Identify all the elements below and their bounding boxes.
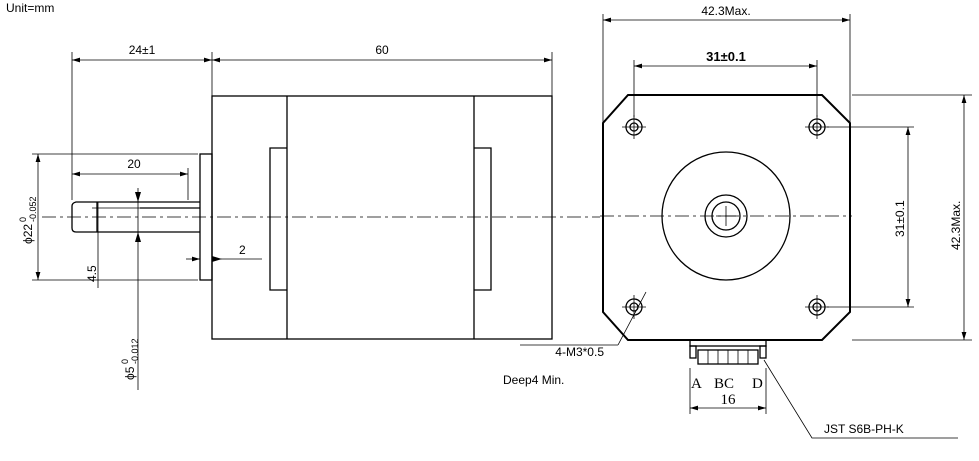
stator-step-rear [474,147,492,291]
front-view: 42.3Max. 31±0.1 31±0.1 42.3Max. 4-M3*0.5… [503,4,972,439]
dim-arrow [135,232,141,242]
dim-boss-diameter: ϕ22 0 -0.052 [18,196,38,244]
connector [689,339,767,365]
connector-tab-right [759,345,767,359]
dim-shaft-diameter: ϕ5 0 -0.012 [120,338,140,380]
dim-arrow [135,192,141,202]
mounting-hole-br [805,295,829,319]
side-view: 24±1 60 20 2 4.5 ϕ22 0 -0.052 ϕ5 [18,43,600,390]
svg-text:ϕ5: ϕ5 [123,366,137,380]
dim-overall-width: 42.3Max. [701,4,750,18]
dim-flat-length: 20 [127,157,141,171]
connector-tab-left [689,345,697,359]
connector-pin-a: A [691,376,702,392]
thread-leader-line [617,291,647,346]
dim-shaft-length: 24±1 [129,43,156,57]
dim-flat-depth: 4.5 [85,265,99,282]
connector-leader [763,359,958,439]
connector-pin-d: D [752,376,763,392]
flange-outline [602,94,851,341]
svg-text:-0.052: -0.052 [28,196,38,222]
svg-text:0: 0 [120,359,130,364]
dim-hole-spacing-h: 31±0.1 [706,49,746,64]
dim-arrow [212,256,222,262]
unit-label: Unit=mm [6,1,54,15]
connector-pin-bc: BC [714,376,734,392]
motor-body-outline [211,95,553,340]
svg-text:-0.012: -0.012 [130,338,140,364]
dim-connector-width: 16 [721,392,737,408]
connector-base [689,339,767,347]
thread-callout: 4-M3*0.5 [555,345,604,359]
mounting-hole-tl [622,115,646,139]
dim-body-length: 60 [375,43,389,57]
thread-depth: Deep4 Min. [503,373,564,387]
dim-overall-height: 42.3Max. [949,201,963,250]
svg-text:0: 0 [18,217,28,222]
svg-text:ϕ22: ϕ22 [21,224,35,244]
mounting-hole-tr [805,115,829,139]
dim-boss-length: 2 [239,243,246,257]
dim-hole-spacing-v: 31±0.1 [893,200,907,237]
connector-callout: JST S6B-PH-K [824,422,904,436]
stator-step-front [269,147,287,291]
